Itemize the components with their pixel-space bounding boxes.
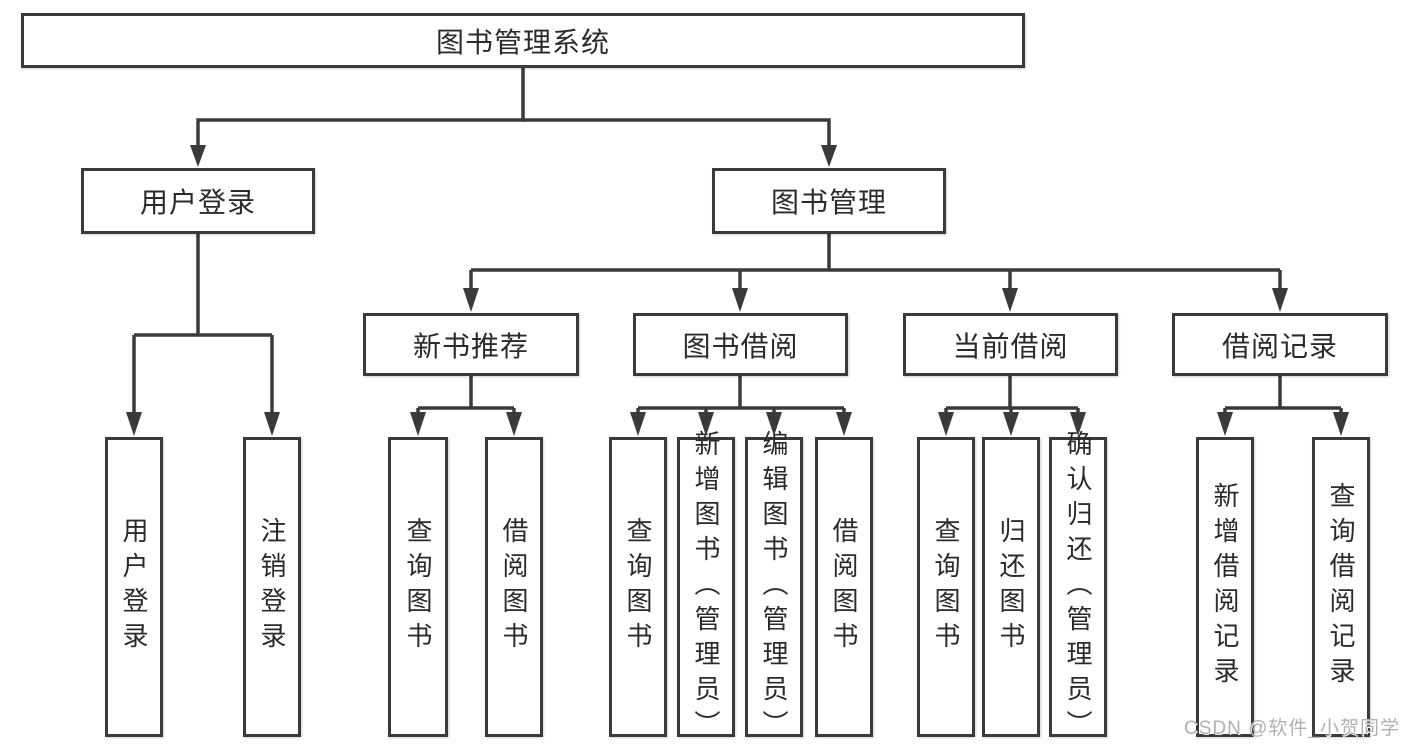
leaf-label: 用户登录: [119, 517, 149, 657]
node-library-system: 图书管理系统: [21, 13, 1025, 68]
leaf-label: 新增图书（管理员）: [691, 429, 721, 745]
leaf-label: 新增借阅记录: [1210, 482, 1240, 692]
leaf-edit-books-admin: 编辑图书（管理员）: [745, 430, 803, 745]
csdn-watermark: CSDN @软件_小贺同学: [1184, 718, 1400, 739]
leaf-confirm-return-admin: 确认归还（管理员）: [1049, 430, 1107, 745]
node-borrowing-records: 借阅记录: [1172, 313, 1388, 376]
leaf-logout: 注销登录: [243, 437, 301, 737]
leaf-label: 注销登录: [257, 517, 287, 657]
leaf-label: 归还图书: [996, 517, 1026, 657]
leaf-label: 借阅图书: [499, 517, 529, 657]
leaf-label: 确认归还（管理员）: [1063, 429, 1093, 745]
leaf-query-borrow-record: 查询借阅记录: [1312, 437, 1370, 737]
leaf-return-books: 归还图书: [982, 437, 1040, 737]
leaf-user-login: 用户登录: [105, 437, 163, 737]
leaf-label: 查询图书: [931, 517, 961, 657]
node-current-borrowing: 当前借阅: [903, 313, 1118, 376]
node-book-management: 图书管理: [712, 168, 946, 234]
leaf-label: 查询借阅记录: [1326, 482, 1356, 692]
leaf-add-books-admin: 新增图书（管理员）: [677, 430, 735, 745]
leaf-label: 编辑图书（管理员）: [759, 429, 789, 745]
leaf-label: 查询图书: [623, 517, 653, 657]
node-user-login: 用户登录: [81, 168, 315, 234]
node-new-book-recommend: 新书推荐: [363, 313, 579, 376]
leaf-borrow-books-recommend: 借阅图书: [485, 437, 543, 737]
leaf-query-books-recommend: 查询图书: [388, 437, 448, 737]
leaf-query-books-borrowing: 查询图书: [609, 437, 667, 737]
leaf-borrow-books: 借阅图书: [815, 437, 873, 737]
leaf-query-books-current: 查询图书: [917, 437, 975, 737]
leaf-label: 查询图书: [403, 517, 433, 657]
leaf-label: 借阅图书: [829, 517, 859, 657]
node-book-borrowing: 图书借阅: [633, 313, 848, 376]
leaf-add-borrow-record: 新增借阅记录: [1196, 437, 1254, 737]
